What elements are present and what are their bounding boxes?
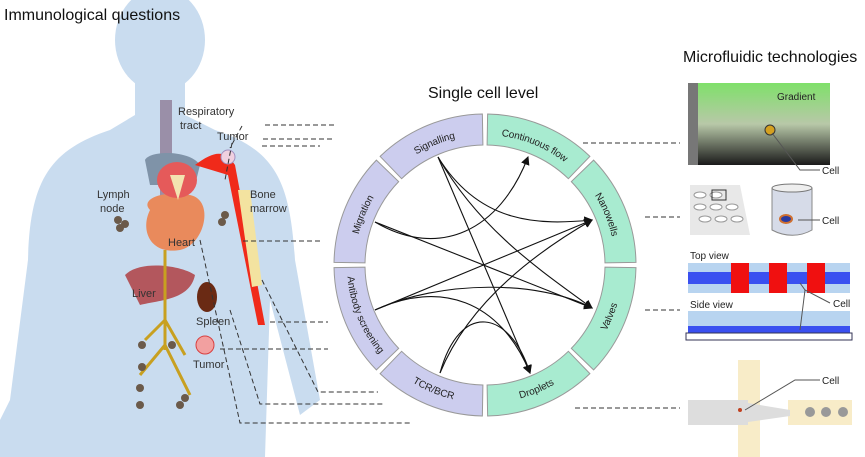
top-view-label: Top view [690, 251, 730, 262]
arrow-migration-continuous-flow [374, 155, 530, 239]
segment-question-antibody-screening [333, 266, 400, 371]
label-lymph-2: node [100, 203, 124, 215]
arrow-signalling-nanowells [437, 156, 594, 226]
cell-label-1: Cell [822, 166, 839, 177]
organs-illustration [114, 100, 265, 409]
gradient-label: Gradient [777, 92, 816, 103]
label-lymph: Lymph [97, 189, 130, 201]
label-liver: Liver [132, 288, 156, 300]
arrow-antibody-droplets [374, 296, 532, 375]
panel-droplets: Cell [688, 360, 852, 457]
segment-question-signalling [379, 113, 484, 180]
cell-label-4: Cell [822, 376, 839, 387]
cell-label-2: Cell [822, 216, 839, 227]
cell-label-3: Cell [833, 299, 850, 310]
segment-technology-valves [570, 266, 637, 371]
side-view-label: Side view [690, 300, 734, 311]
label-heart: Heart [168, 237, 195, 249]
segment-question-tcr-bcr [379, 350, 484, 417]
label-respiratory: Respiratory [178, 106, 235, 118]
segment-technology-droplets [486, 350, 591, 417]
label-tumor-bottom: Tumor [193, 359, 225, 371]
arrows [374, 155, 594, 375]
left-title: Immunological questions [4, 7, 180, 24]
segment-question-migration [333, 159, 400, 264]
center-title: Single cell level [428, 85, 538, 102]
panel-continuous-flow: Gradient Cell [688, 83, 839, 177]
segment-technology-continuous-flow [486, 113, 591, 180]
panel-valves: Top view Side view Cell [685, 251, 853, 341]
arrow-tcr-nanowells [439, 219, 593, 374]
arrow-antibody-nanowells [374, 218, 594, 311]
label-bone-2: marrow [250, 203, 287, 215]
label-tumor-top: Tumor [217, 131, 249, 143]
segment-technology-nanowells [570, 159, 637, 264]
label-respiratory-2: tract [180, 120, 201, 132]
arrow-signalling-valves [437, 156, 593, 309]
label-bone: Bone [250, 189, 276, 201]
arrow-tcr-droplets [439, 321, 532, 375]
dashed-connectors [199, 124, 680, 424]
label-spleen: Spleen [196, 316, 230, 328]
panel-nanowells: Cell [690, 183, 839, 236]
right-title: Microfluidic technologies [683, 49, 857, 66]
